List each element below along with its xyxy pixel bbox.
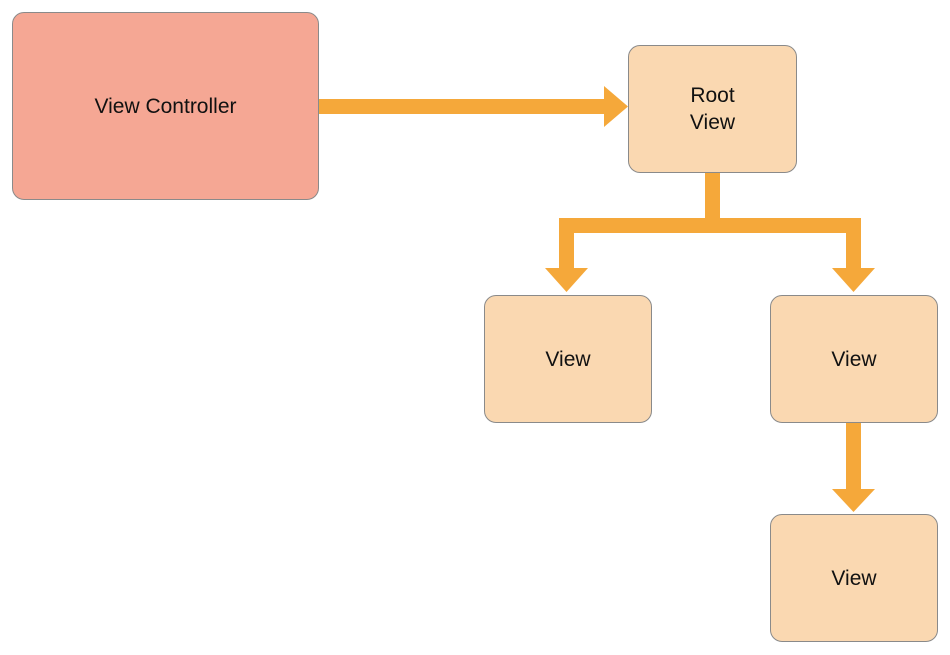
view-bottom-label: View: [831, 566, 877, 590]
view-box-right[interactable]: View: [770, 295, 938, 423]
view-controller-box[interactable]: View Controller: [12, 12, 319, 200]
view-left-label: View: [545, 347, 591, 371]
root-view-box[interactable]: Root View: [628, 45, 797, 173]
arrow-controller-to-root: [319, 86, 628, 127]
view-box-left[interactable]: View: [484, 295, 652, 423]
view-controller-label: View Controller: [94, 94, 237, 118]
root-view-label: Root View: [689, 84, 736, 134]
arrow-root-to-children: [545, 173, 875, 292]
arrow-view-to-subview: [832, 423, 875, 512]
view-right-label: View: [831, 347, 877, 371]
view-box-bottom[interactable]: View: [770, 514, 938, 642]
